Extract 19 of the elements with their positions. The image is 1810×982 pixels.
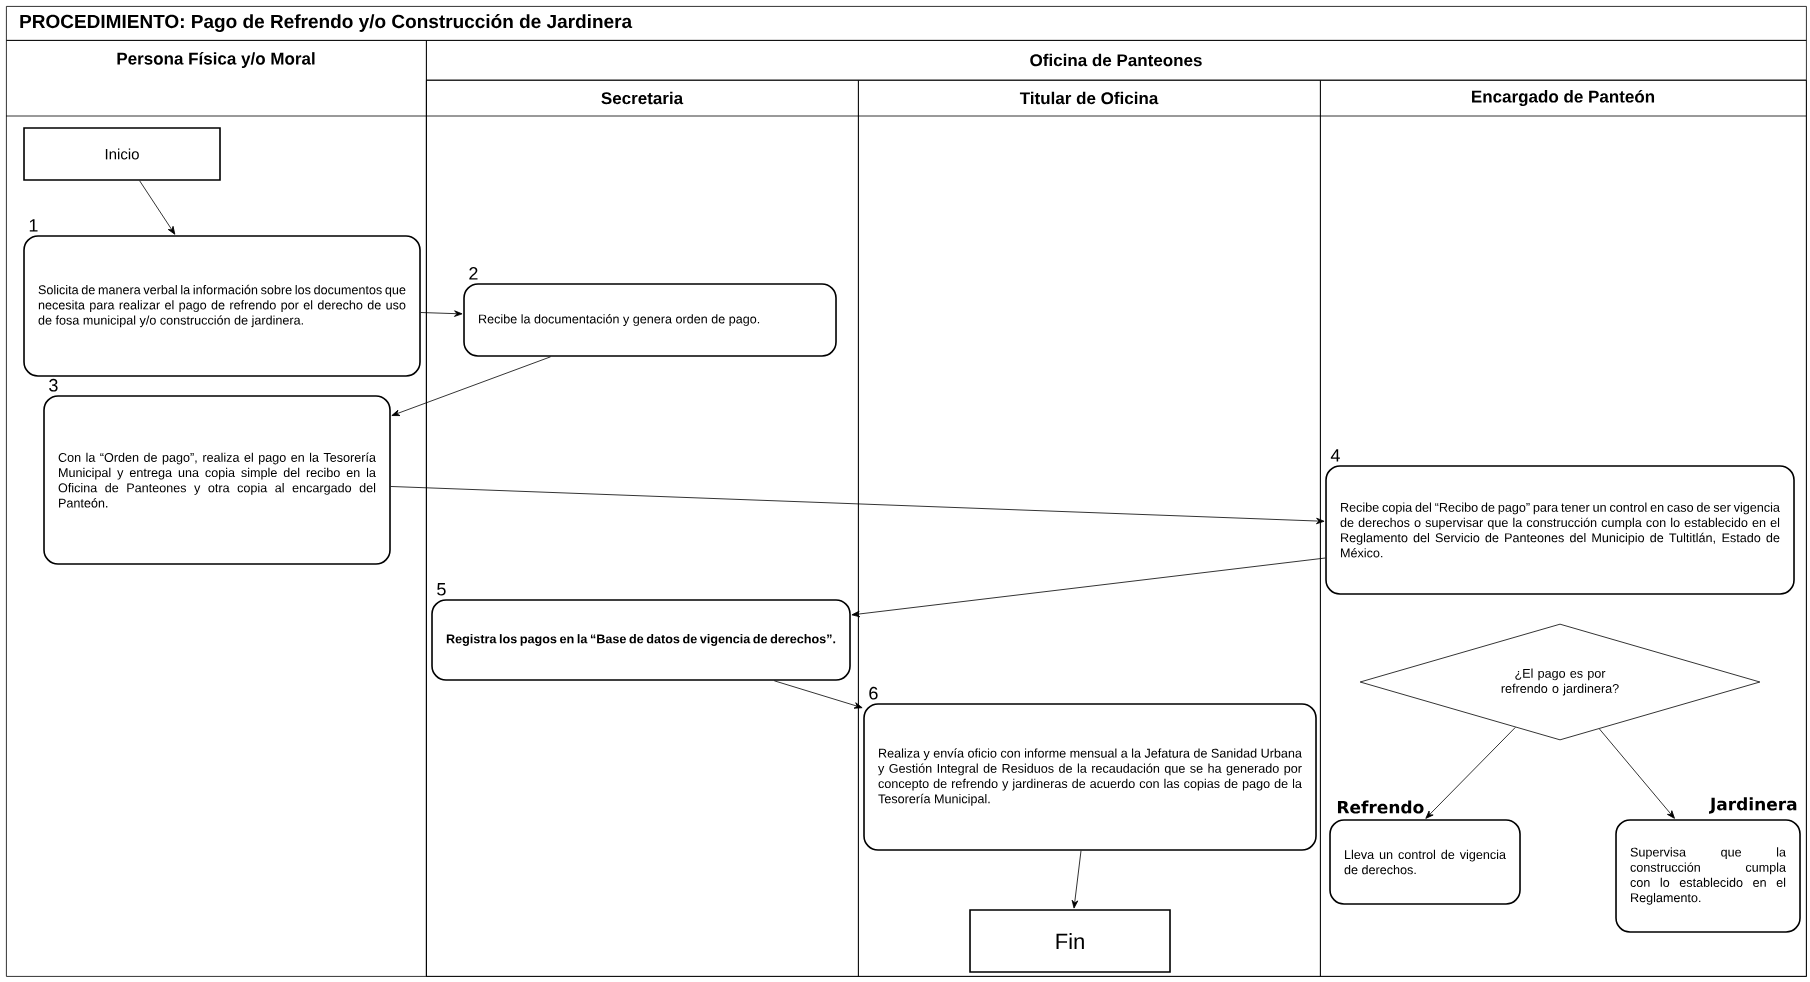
step-number: 3: [49, 378, 58, 392]
arrow: [1071, 850, 1082, 909]
step-number: 1: [29, 219, 38, 232]
arrow: [420, 310, 463, 317]
arrow: [851, 557, 1326, 618]
node-label: Jardinera: [1709, 797, 1797, 814]
node-label: Refrendo: [1337, 800, 1424, 814]
arrow: [1599, 728, 1675, 819]
step-number: 5: [437, 583, 446, 596]
arrow: [139, 180, 176, 235]
title-bar: PROCEDIMIENTO: Pago de Refrendo y/o Construcción de Jardinera: [6, 6, 1807, 41]
step-number: 6: [869, 686, 878, 700]
step-number: 4: [1330, 449, 1340, 462]
arrow: [390, 486, 1325, 525]
terminal-box: Fin: [969, 909, 1171, 973]
arrow: [391, 356, 551, 416]
arrow: [1425, 727, 1516, 819]
step-number: 2: [469, 267, 478, 280]
arrow: [773, 680, 863, 709]
